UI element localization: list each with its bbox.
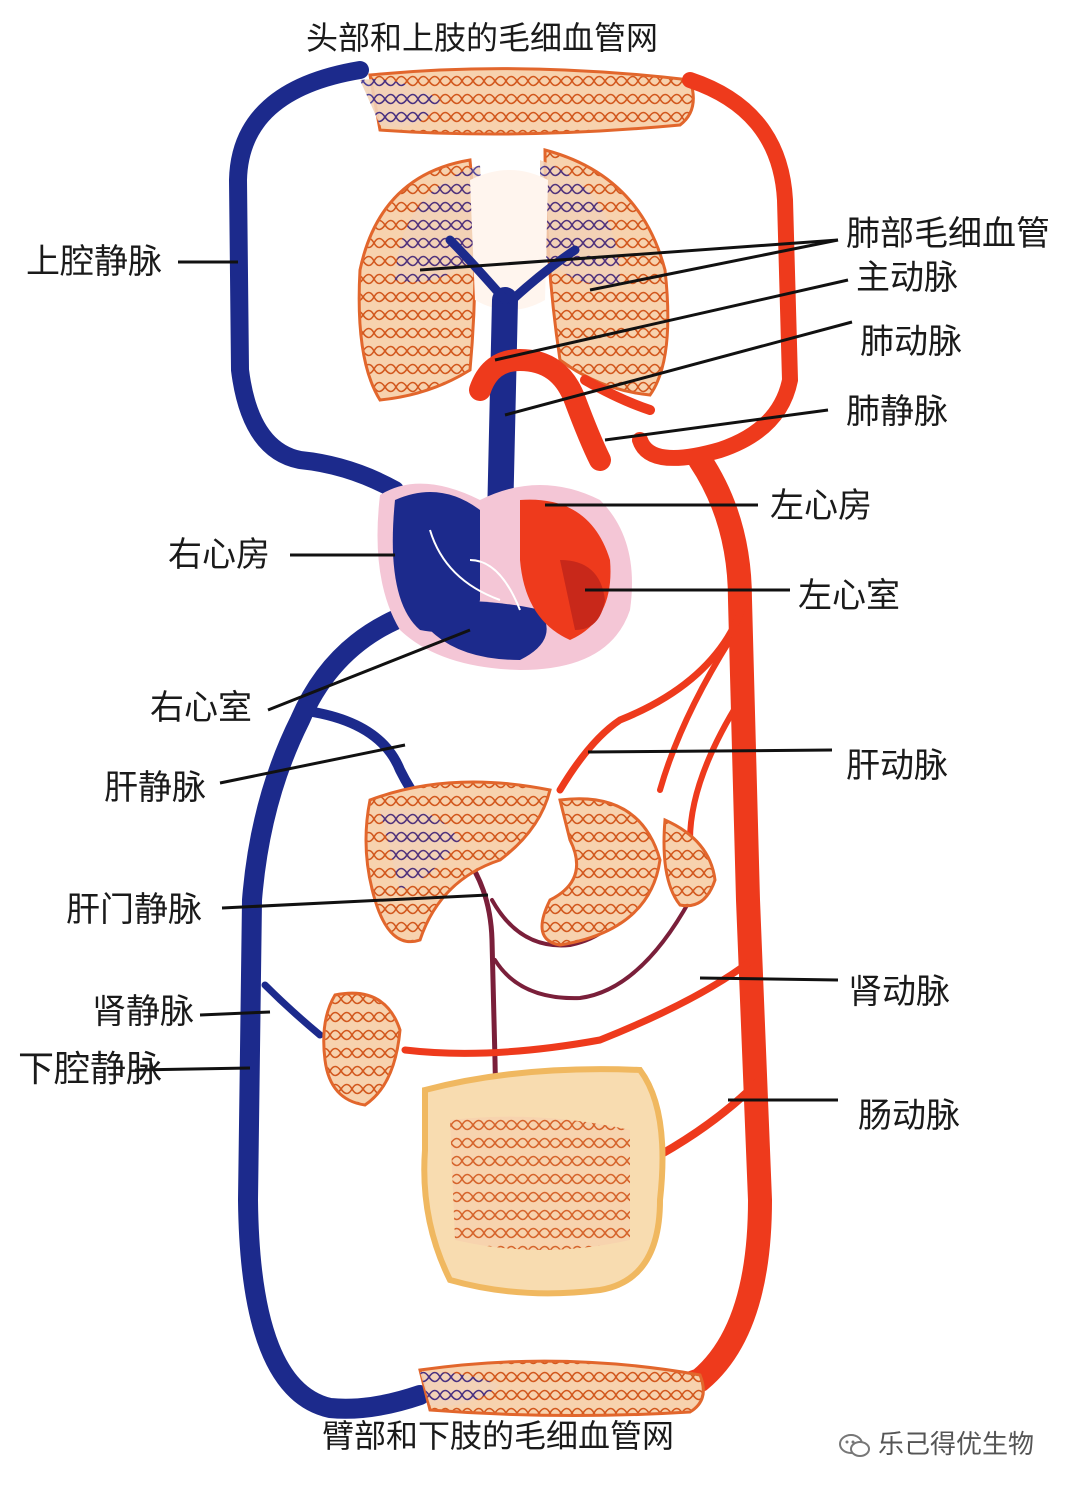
label-left-ventricle: 左心室: [798, 576, 900, 616]
label-intestinal-artery: 肠动脉: [858, 1096, 960, 1136]
lungs: [357, 148, 670, 402]
label-pulmonary-vein: 肺静脉: [846, 392, 948, 432]
watermark: 乐己得优生物: [838, 1424, 1034, 1461]
label-hepatic-artery: 肝动脉: [846, 746, 948, 786]
intestine: [421, 1066, 666, 1297]
label-left-atrium: 左心房: [770, 486, 872, 526]
label-renal-vein: 肾静脉: [92, 992, 194, 1032]
watermark-text: 乐己得优生物: [878, 1430, 1035, 1460]
arterial-system: [401, 72, 799, 1407]
label-right-atrium: 右心房: [168, 535, 270, 575]
leader-lines: [134, 238, 853, 1102]
label-pulmonary-artery: 肺动脉: [860, 322, 962, 362]
label-pulmonary-capillaries: 肺部毛细血管: [846, 214, 1050, 254]
label-hepatic-vein: 肝静脉: [104, 768, 206, 808]
abdominal-organs: [364, 780, 717, 947]
label-hepatic-portal-vein: 肝门静脉: [66, 890, 202, 930]
label-inferior-vena-cava: 下腔静脉: [18, 1049, 163, 1090]
bottom-title: 臂部和下肢的毛细血管网: [322, 1417, 675, 1455]
head-capillary-network: [360, 67, 695, 136]
top-title: 头部和上肢的毛细血管网: [306, 19, 659, 57]
heart: [377, 483, 632, 670]
kidney: [322, 991, 402, 1107]
venous-system: [228, 61, 580, 1419]
label-right-ventricle: 右心室: [150, 688, 252, 728]
label-renal-artery: 肾动脉: [848, 972, 950, 1012]
wechat-icon: [839, 1433, 870, 1457]
label-superior-vena-cava: 上腔静脉: [26, 242, 162, 282]
lower-limb-capillary-network: [418, 1359, 705, 1418]
label-aorta: 主动脉: [856, 258, 958, 298]
